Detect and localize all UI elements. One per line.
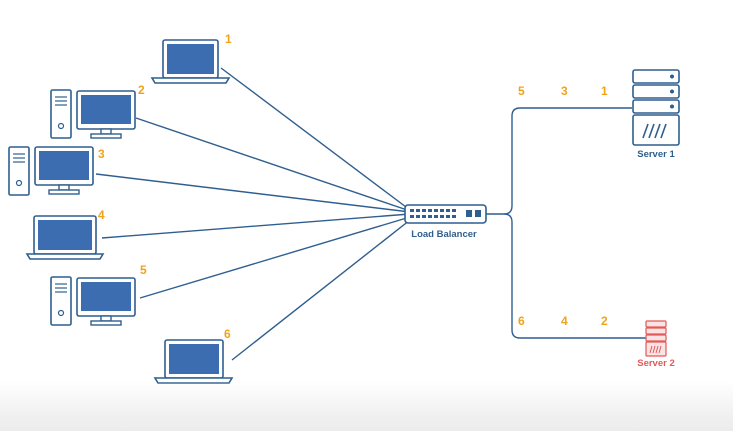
server-2-label: Server 2	[637, 358, 675, 369]
connection-client-1	[220, 67, 411, 211]
connection-server-1	[486, 107, 632, 215]
client-4-number: 4	[98, 208, 105, 222]
client-5-number: 5	[140, 263, 147, 277]
client-6-laptop-icon	[153, 339, 234, 384]
client-3-number: 3	[98, 147, 105, 161]
server-1-request-a: 5	[518, 84, 525, 98]
server-2-request-b: 4	[561, 314, 568, 328]
connection-client-3	[95, 173, 411, 213]
connection-server-2	[503, 213, 646, 339]
connection-client-2	[135, 117, 411, 212]
client-2-desktop-icon	[50, 89, 136, 139]
server-2-icon	[645, 320, 667, 357]
client-6-number: 6	[224, 327, 231, 341]
client-connections	[95, 67, 411, 361]
server-2-request-a: 6	[518, 314, 525, 328]
server-1-request-b: 3	[561, 84, 568, 98]
bottom-fade	[0, 381, 733, 431]
client-4-laptop-icon	[25, 215, 105, 260]
client-5-desktop-icon	[50, 276, 136, 326]
server-connections	[486, 107, 646, 339]
connection-client-5	[139, 216, 411, 299]
load-balancer-label: Load Balancer	[411, 229, 477, 240]
network-switch-icon	[404, 204, 487, 224]
client-3-desktop-icon	[8, 146, 94, 196]
connection-client-4	[101, 213, 411, 239]
server-1-label: Server 1	[637, 149, 675, 160]
server-2-request-c: 2	[601, 314, 608, 328]
connection-client-6	[231, 219, 411, 361]
client-1-laptop-icon	[150, 39, 231, 84]
server-1-icon	[632, 69, 680, 146]
server-1-request-c: 1	[601, 84, 608, 98]
client-1-number: 1	[225, 32, 232, 46]
client-2-number: 2	[138, 83, 145, 97]
